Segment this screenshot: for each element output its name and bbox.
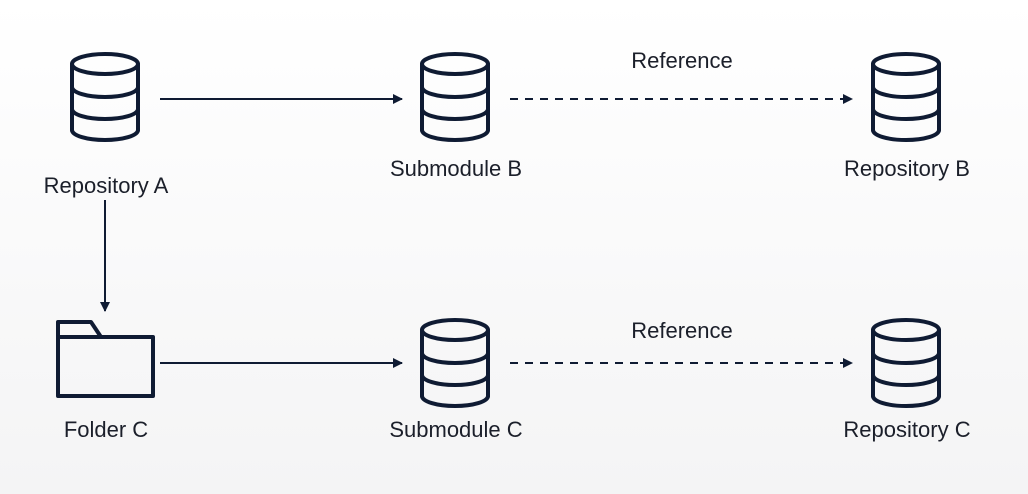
- node-label-repository-a: Repository A: [43, 173, 169, 198]
- edge-label-reference-b: Reference: [631, 48, 733, 73]
- node-label-folder-c: Folder C: [63, 417, 149, 442]
- node-label-repository-c: Repository C: [843, 417, 971, 442]
- edge-label-reference-c: Reference: [631, 318, 733, 343]
- folder-icon: [56, 320, 155, 398]
- database-icon: [871, 318, 941, 408]
- database-icon: [70, 52, 140, 142]
- node-label-repository-b: Repository B: [844, 156, 970, 181]
- node-label-submodule-c: Submodule C: [389, 417, 523, 442]
- node-label-submodule-b: Submodule B: [389, 156, 523, 181]
- database-icon: [420, 52, 490, 142]
- database-icon: [420, 318, 490, 408]
- database-icon: [871, 52, 941, 142]
